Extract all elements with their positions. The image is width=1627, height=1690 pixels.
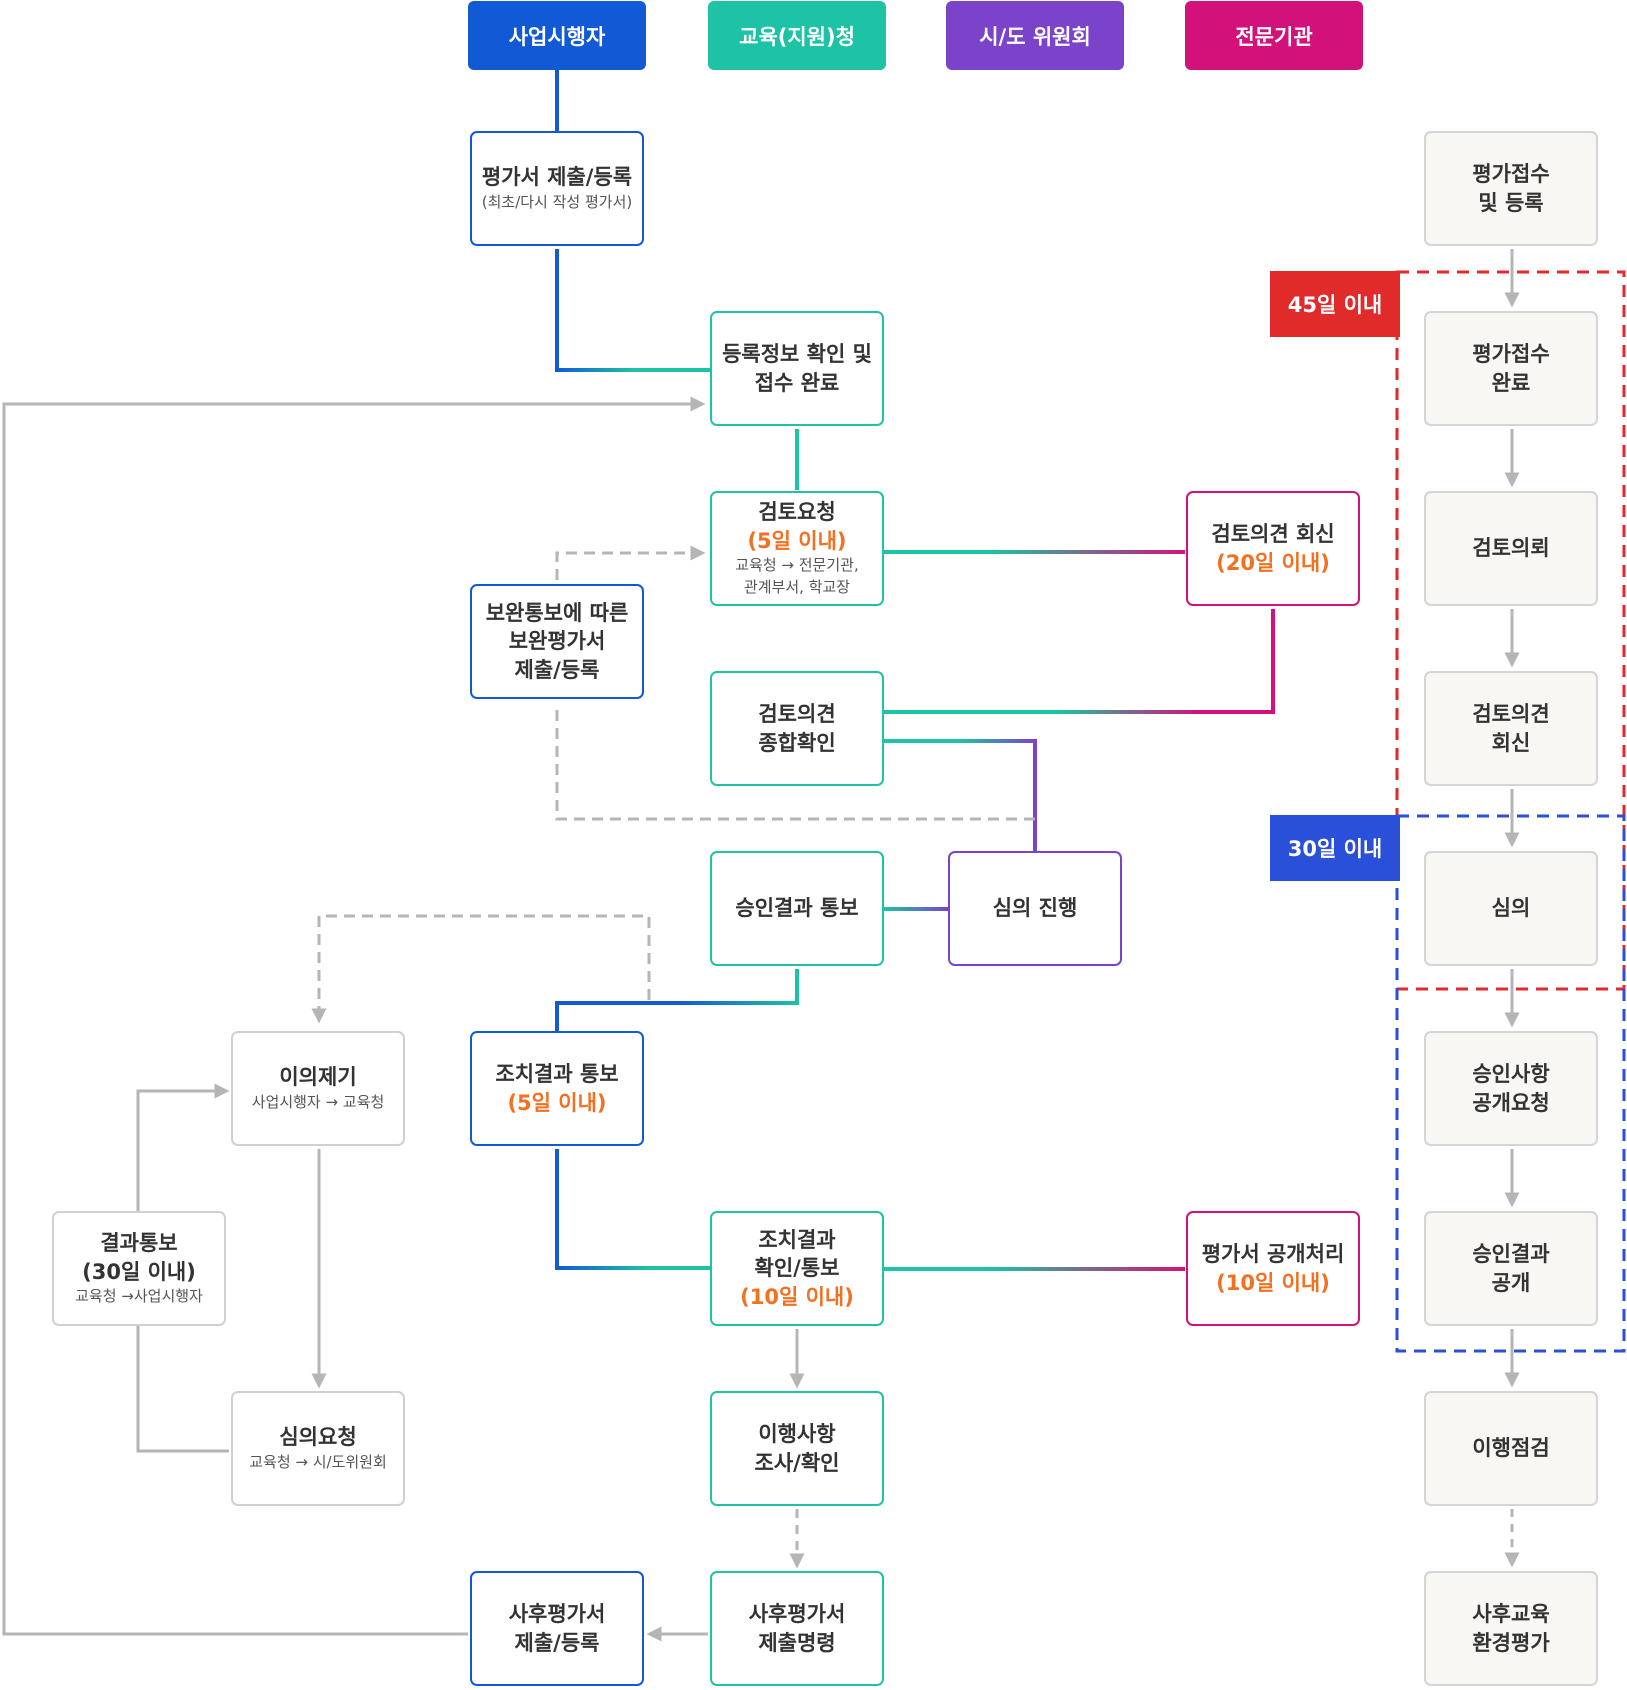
node-objection: 이의제기 사업시행자 → 교육청: [231, 1031, 405, 1146]
node-title: 승인결과 통보: [735, 896, 859, 921]
node-deliberation: 심의 진행: [948, 851, 1122, 966]
header-education-office: 교육(지원)청: [708, 1, 886, 70]
node-title: 평가서 제출/등록: [481, 165, 633, 190]
right-step-label: 이행점검: [1472, 1436, 1550, 1461]
node-subtext: 교육청 → 시/도위원회: [249, 1452, 387, 1471]
right-step-label: 검토의견 회신: [1472, 702, 1550, 755]
header-agency: 전문기관: [1185, 1, 1363, 70]
right-step-label: 평가접수 완료: [1472, 342, 1550, 395]
header-applicant: 사업시행자: [468, 1, 646, 70]
node-deadline: (5일 이내): [507, 1090, 607, 1115]
node-opinion-summary: 검토의견 종합확인: [710, 671, 884, 786]
node-title: 심의 진행: [992, 896, 1078, 921]
node-review-reply: 검토의견 회신 (20일 이내): [1186, 491, 1360, 606]
right-step-4: 검토의견 회신: [1424, 671, 1598, 786]
right-step-label: 승인결과 공개: [1472, 1242, 1550, 1295]
node-title: 심의요청: [279, 1425, 357, 1450]
right-step-8: 이행점검: [1424, 1391, 1598, 1506]
node-subtext: 교육청 →사업시행자: [75, 1286, 203, 1305]
node-title: 조치결과 통보: [495, 1062, 619, 1087]
node-deadline: (10일 이내): [740, 1284, 854, 1309]
node-title: 사후평가서 제출명령: [748, 1602, 846, 1655]
node-title: 검토의견 회신: [1211, 522, 1335, 547]
node-registration-check: 등록정보 확인 및 접수 완료: [710, 311, 884, 426]
right-step-7: 승인결과 공개: [1424, 1211, 1598, 1326]
node-submit-register: 평가서 제출/등록 (최초/다시 작성 평가서): [470, 131, 644, 246]
node-title: 평가서 공개처리: [1201, 1242, 1345, 1267]
header-committee: 시/도 위원회: [946, 1, 1124, 70]
node-supplement-submit: 보완통보에 따른 보완평가서 제출/등록: [470, 584, 644, 699]
node-title: 검토의견 종합확인: [758, 702, 836, 755]
node-subtext: 교육청 → 전문기관, 관계부서, 학교장: [735, 556, 859, 596]
right-step-label: 검토의뢰: [1472, 536, 1550, 561]
node-title: 사후평가서 제출/등록: [508, 1602, 606, 1655]
right-step-label: 심의: [1491, 896, 1531, 921]
right-step-6: 승인사항 공개요청: [1424, 1031, 1598, 1146]
node-action-confirm: 조치결과 확인/통보 (10일 이내): [710, 1211, 884, 1326]
node-title: 등록정보 확인 및 접수 완료: [722, 342, 872, 395]
right-step-9: 사후교육 환경평가: [1424, 1571, 1598, 1686]
right-step-5: 심의: [1424, 851, 1598, 966]
period-tag-45days: 45일 이내: [1270, 271, 1400, 337]
node-title: 보완통보에 따른 보완평가서 제출/등록: [485, 600, 629, 682]
node-title: 결과통보 (30일 이내): [82, 1231, 196, 1284]
right-step-2: 평가접수 완료: [1424, 311, 1598, 426]
node-deliberation-request: 심의요청 교육청 → 시/도위원회: [231, 1391, 405, 1506]
right-step-3: 검토의뢰: [1424, 491, 1598, 606]
node-action-notice: 조치결과 통보 (5일 이내): [470, 1031, 644, 1146]
node-deadline: (10일 이내): [1216, 1270, 1330, 1295]
right-step-label: 승인사항 공개요청: [1472, 1062, 1550, 1115]
node-post-evaluation-order: 사후평가서 제출명령: [710, 1571, 884, 1686]
period-tag-30days: 30일 이내: [1270, 815, 1400, 881]
node-subtext: (최초/다시 작성 평가서): [481, 192, 633, 211]
node-title: 검토요청: [758, 500, 836, 525]
right-step-label: 평가접수 및 등록: [1472, 162, 1550, 215]
node-post-evaluation-submit: 사후평가서 제출/등록: [470, 1571, 644, 1686]
right-step-label: 사후교육 환경평가: [1472, 1602, 1550, 1655]
node-title: 이행사항 조사/확인: [754, 1422, 840, 1475]
node-disclose: 평가서 공개처리 (10일 이내): [1186, 1211, 1360, 1326]
right-step-1: 평가접수 및 등록: [1424, 131, 1598, 246]
node-approval-notice: 승인결과 통보: [710, 851, 884, 966]
node-deadline: (20일 이내): [1216, 550, 1330, 575]
node-result-notice: 결과통보 (30일 이내) 교육청 →사업시행자: [52, 1211, 226, 1326]
node-deadline: (5일 이내): [747, 528, 847, 553]
node-review-request: 검토요청 (5일 이내) 교육청 → 전문기관, 관계부서, 학교장: [710, 491, 884, 606]
node-title: 이의제기: [279, 1065, 357, 1090]
node-compliance-check: 이행사항 조사/확인: [710, 1391, 884, 1506]
node-subtext: 사업시행자 → 교육청: [251, 1092, 385, 1111]
node-title: 조치결과 확인/통보: [754, 1227, 840, 1281]
